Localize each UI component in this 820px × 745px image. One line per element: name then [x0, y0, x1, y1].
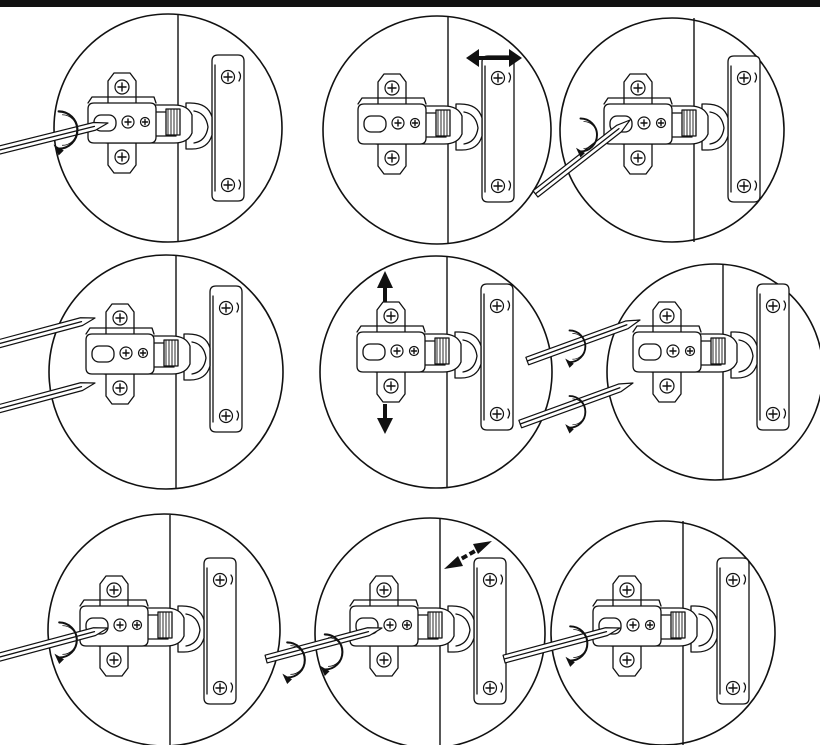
panel-1 [0, 13, 283, 243]
panel-6 [518, 263, 820, 481]
top-border [0, 0, 820, 7]
panel-9 [502, 520, 776, 745]
double-arrow-vertical-icon [377, 271, 393, 434]
panel-4 [0, 254, 284, 490]
panel-5 [319, 255, 553, 489]
panel-8 [264, 517, 546, 745]
panel-3 [532, 17, 785, 243]
panel-7 [0, 513, 281, 745]
panel-2 [322, 15, 552, 245]
